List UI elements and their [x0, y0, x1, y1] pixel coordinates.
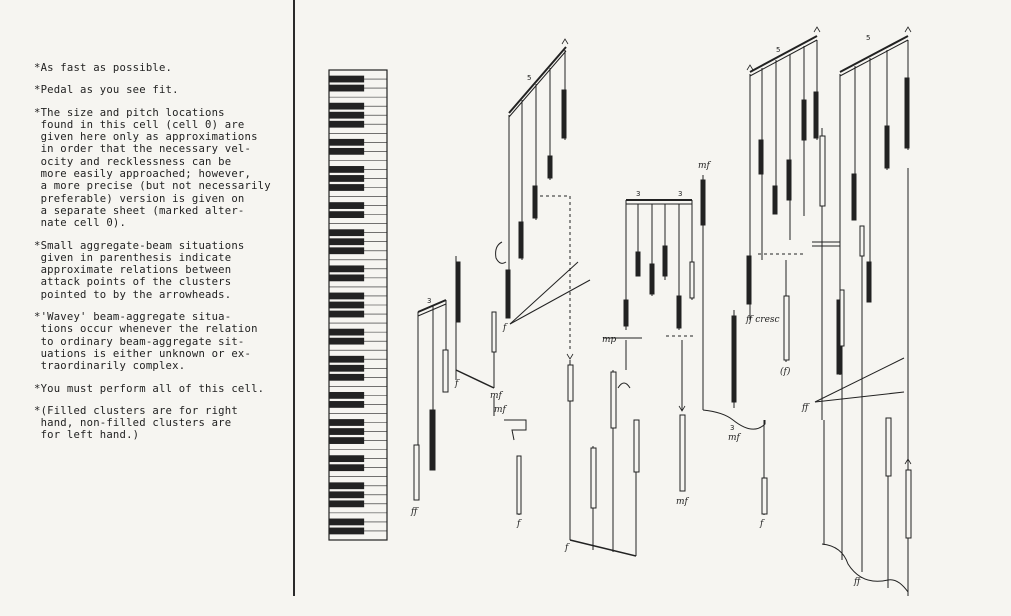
dynamic-mf-e: mf	[494, 405, 508, 415]
dynamic-f-c: f	[564, 543, 570, 553]
dynamic-mf-d: mf	[728, 433, 742, 443]
tuplet-3-d: 3	[730, 424, 734, 432]
tuplet-3-b: 3	[636, 190, 640, 198]
dynamic-ff-k: ff	[853, 577, 862, 587]
tuplet-5-c: 5	[866, 34, 870, 42]
dynamic-f-b: f	[502, 323, 508, 333]
note-filled-clusters: *(Filled clusters are for right hand, no…	[34, 404, 238, 442]
tuplet-5-a: 5	[527, 74, 531, 82]
piano-keyboard-icon	[328, 69, 388, 541]
tuplet-3-c: 3	[678, 190, 682, 198]
dynamic-ff-cresc: ff cresc	[745, 315, 780, 325]
dynamic-mf-c: mf	[698, 161, 712, 171]
cluster-group-c	[567, 337, 642, 557]
dynamic-f-a: f	[516, 519, 522, 529]
cluster-group-f	[814, 35, 912, 596]
note-size-pitch: *The size and pitch locations found in t…	[34, 106, 271, 230]
dynamic-ff-right: ff	[801, 403, 810, 413]
note-aggregate-beam: *Small aggregate-beam situations given i…	[34, 239, 245, 301]
cluster-group-e	[731, 35, 840, 515]
note-wavey-beam: *'Wavey' beam-aggregate situa- tions occ…	[34, 311, 258, 373]
dynamic-mf-b: mf	[676, 497, 690, 507]
dynamic-f-e: f	[454, 379, 460, 389]
dynamic-mp: mp	[602, 335, 617, 345]
cluster-group-a	[413, 256, 497, 501]
tuplet-5-b: 5	[776, 46, 780, 54]
dynamic-mf-a: mf	[490, 391, 504, 401]
dynamic-f-paren: (f)	[780, 366, 791, 377]
note-pedal: *Pedal as you see fit.	[34, 84, 179, 97]
note-perform-all: *You must perform all of this cell.	[34, 382, 265, 395]
arrowheads	[561, 26, 912, 465]
tuplet-3-a: 3	[427, 297, 431, 305]
cluster-group-d	[623, 175, 766, 492]
cluster-group-b	[493, 46, 591, 515]
performance-notes: *As fast as possible. *Pedal as you see …	[34, 62, 296, 452]
column-divider	[293, 0, 295, 596]
dynamic-f-d: f	[759, 519, 765, 529]
dynamic-ff-left: ff	[410, 507, 419, 517]
note-tempo: *As fast as possible.	[34, 62, 173, 74]
